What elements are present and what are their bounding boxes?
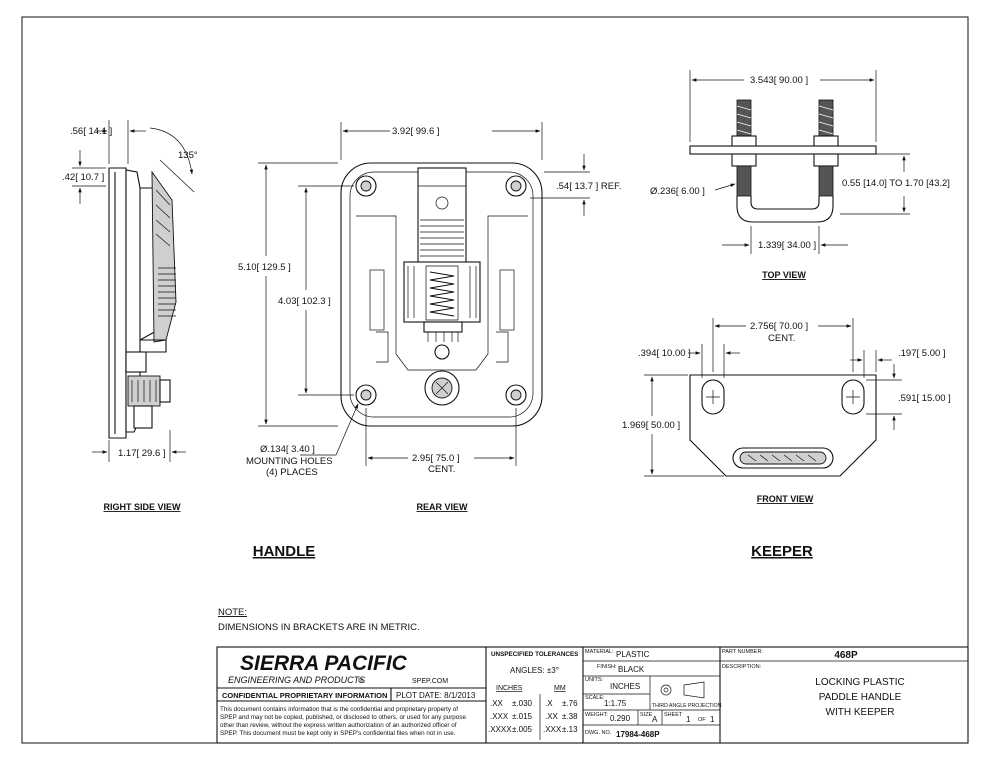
dwg-number: 17984-468P <box>616 730 660 739</box>
sheet-value: 1 <box>686 715 691 724</box>
confidential-line-1: This document contains information that … <box>220 706 458 713</box>
part-number: 468P <box>834 650 858 661</box>
mounting-hole-bottom-right <box>505 384 527 406</box>
rear-ref-dim: .54[ 13.7 ] REF. <box>556 181 621 192</box>
description-line-2: PADDLE HANDLE <box>819 692 902 703</box>
front-slot-spacing-dim: 2.756[ 70.00 ] <box>750 321 808 332</box>
tol-row-1-mm: .X <box>545 699 553 708</box>
projection-label: THIRD ANGLE PROJECTION <box>652 703 722 709</box>
material-label: MATERIAL: <box>585 649 614 655</box>
material-value: PLASTIC <box>616 650 650 659</box>
front-slot-right-dim: .197[ 5.00 ] <box>898 348 946 359</box>
rear-view: 3.92[ 99.6 ] 5.10[ 129.5 ] 4.03[ 102.3 ]… <box>238 122 621 512</box>
top-grip-range-dim: 0.55 [14.0] TO 1.70 [43.2] <box>842 178 950 189</box>
description-line-1: LOCKING PLASTIC <box>815 677 904 688</box>
dwg-label: DWG. NO. <box>585 730 612 736</box>
scale-value: 1:1.75 <box>604 699 627 708</box>
rear-hole-spacing-v-dim: 4.03[ 102.3 ] <box>278 296 331 307</box>
finish-value: BLACK <box>618 665 645 674</box>
handle-heading: HANDLE <box>253 543 316 560</box>
side-depth-dim: 1.17[ 29.6 ] <box>118 448 166 459</box>
plot-date: PLOT DATE: 8/1/2013 <box>396 691 476 700</box>
sheet-total: 1 <box>710 715 715 724</box>
tol-row-1-in: .XX <box>490 699 504 708</box>
tol-row-3-in: .XXXX <box>488 725 512 734</box>
description-label: DESCRIPTION: <box>722 664 762 670</box>
side-top-width-dim: .56[ 14.1 ] <box>70 126 112 137</box>
tol-row-3-mm-tol: ±.13 <box>562 725 578 734</box>
rear-hole-note-1: MOUNTING HOLES <box>246 456 333 467</box>
front-slot-height-dim: .591[ 15.00 ] <box>898 393 951 404</box>
third-angle-projection-icon <box>660 681 705 699</box>
confidential-line-3: other than review, without the express w… <box>220 722 457 729</box>
tol-row-1-mm-tol: ±.76 <box>562 699 578 708</box>
tolerance-angles: ANGLES: ±3° <box>510 666 559 675</box>
front-view: 2.756[ 70.00 ] CENT. .394[ 10.00 ] .197[… <box>622 318 951 504</box>
scale-label: SCALE: <box>585 695 605 701</box>
top-width-dim: 3.543[ 90.00 ] <box>750 75 808 86</box>
top-view-label: TOP VIEW <box>762 270 806 280</box>
part-number-label: PART NUMBER: <box>722 649 763 655</box>
top-view: 3.543[ 90.00 ] Ø.236[ 6.00 ] 0.55 [14.0]… <box>650 70 950 280</box>
tolerance-col-mm: MM <box>554 685 566 692</box>
tolerance-col-inches: INCHES <box>496 685 523 692</box>
top-inner-dim: 1.339[ 34.00 ] <box>758 240 816 251</box>
mounting-hole-top-left <box>355 175 377 197</box>
tol-row-3-mm: .XXX <box>543 725 562 734</box>
confidential-line-4: SPEP. This document must be kept only in… <box>220 730 456 737</box>
of-label: OF <box>698 717 706 723</box>
tol-row-3-in-tol: ±.005 <box>512 725 533 734</box>
units-value: INCHES <box>610 682 640 691</box>
keeper-heading: KEEPER <box>751 543 813 560</box>
tol-row-1-in-tol: ±.030 <box>512 699 533 708</box>
tol-row-2-in: .XXX <box>490 712 509 721</box>
rear-hole-dia-dim: Ø.134[ 3.40 ] <box>260 444 315 455</box>
right-side-view-label: RIGHT SIDE VIEW <box>103 502 181 512</box>
title-block: SIERRA PACIFIC ENGINEERING AND PRODUCTS … <box>216 646 969 744</box>
weight-label: WEIGHT: <box>585 712 608 718</box>
finish-label: FINISH: <box>597 664 617 670</box>
confidential-label: CONFIDENTIAL PROPRIETARY INFORMATION <box>222 691 387 700</box>
top-rod-dia-dim: Ø.236[ 6.00 ] <box>650 186 705 197</box>
confidential-line-2: SPEP and may not be copied, published, o… <box>220 714 466 721</box>
note-heading: NOTE: <box>218 607 247 618</box>
tol-row-2-mm-tol: ±.38 <box>562 712 578 721</box>
tolerances-title: UNSPECIFIED TOLERANCES <box>491 651 578 658</box>
side-angle-dim: 135° <box>178 150 198 161</box>
mounting-hole-top-right <box>505 175 527 197</box>
right-side-view: .56[ 14.1 ] .42[ 10.7 ] 135° 1.17[ 29.6 … <box>62 120 198 512</box>
tol-row-2-mm: .XX <box>545 712 559 721</box>
rear-hole-spacing-h-note: CENT. <box>428 464 455 475</box>
description-line-3: WITH KEEPER <box>826 707 895 718</box>
rear-width-dim: 3.92[ 99.6 ] <box>392 126 440 137</box>
rear-view-label: REAR VIEW <box>416 502 468 512</box>
front-view-label: FRONT VIEW <box>757 494 814 504</box>
company-website: SPEP.COM <box>412 678 448 685</box>
company-name: SIERRA PACIFIC <box>240 652 408 675</box>
size-value: A <box>652 715 658 724</box>
front-slot-spacing-note: CENT. <box>768 333 795 344</box>
mounting-hole-bottom-left <box>355 384 377 406</box>
note-text: DIMENSIONS IN BRACKETS ARE IN METRIC. <box>218 622 420 633</box>
registered-mark: ® <box>358 677 364 685</box>
weight-value: 0.290 <box>610 714 631 723</box>
rear-hole-spacing-h-dim: 2.95[ 75.0 ] <box>412 453 460 464</box>
front-slot-left-dim: .394[ 10.00 ] <box>638 348 691 359</box>
side-flange-dim: .42[ 10.7 ] <box>62 172 104 183</box>
rear-height-dim: 5.10[ 129.5 ] <box>238 262 291 273</box>
sheet-label: SHEET <box>664 712 683 718</box>
tol-row-2-in-tol: ±.015 <box>512 712 533 721</box>
front-height-dim: 1.969[ 50.00 ] <box>622 420 680 431</box>
company-subtitle: ENGINEERING AND PRODUCTS <box>228 675 365 685</box>
rear-hole-note-2: (4) PLACES <box>266 467 318 478</box>
units-label: UNITS: <box>585 677 604 683</box>
size-label: SIZE <box>640 712 653 718</box>
